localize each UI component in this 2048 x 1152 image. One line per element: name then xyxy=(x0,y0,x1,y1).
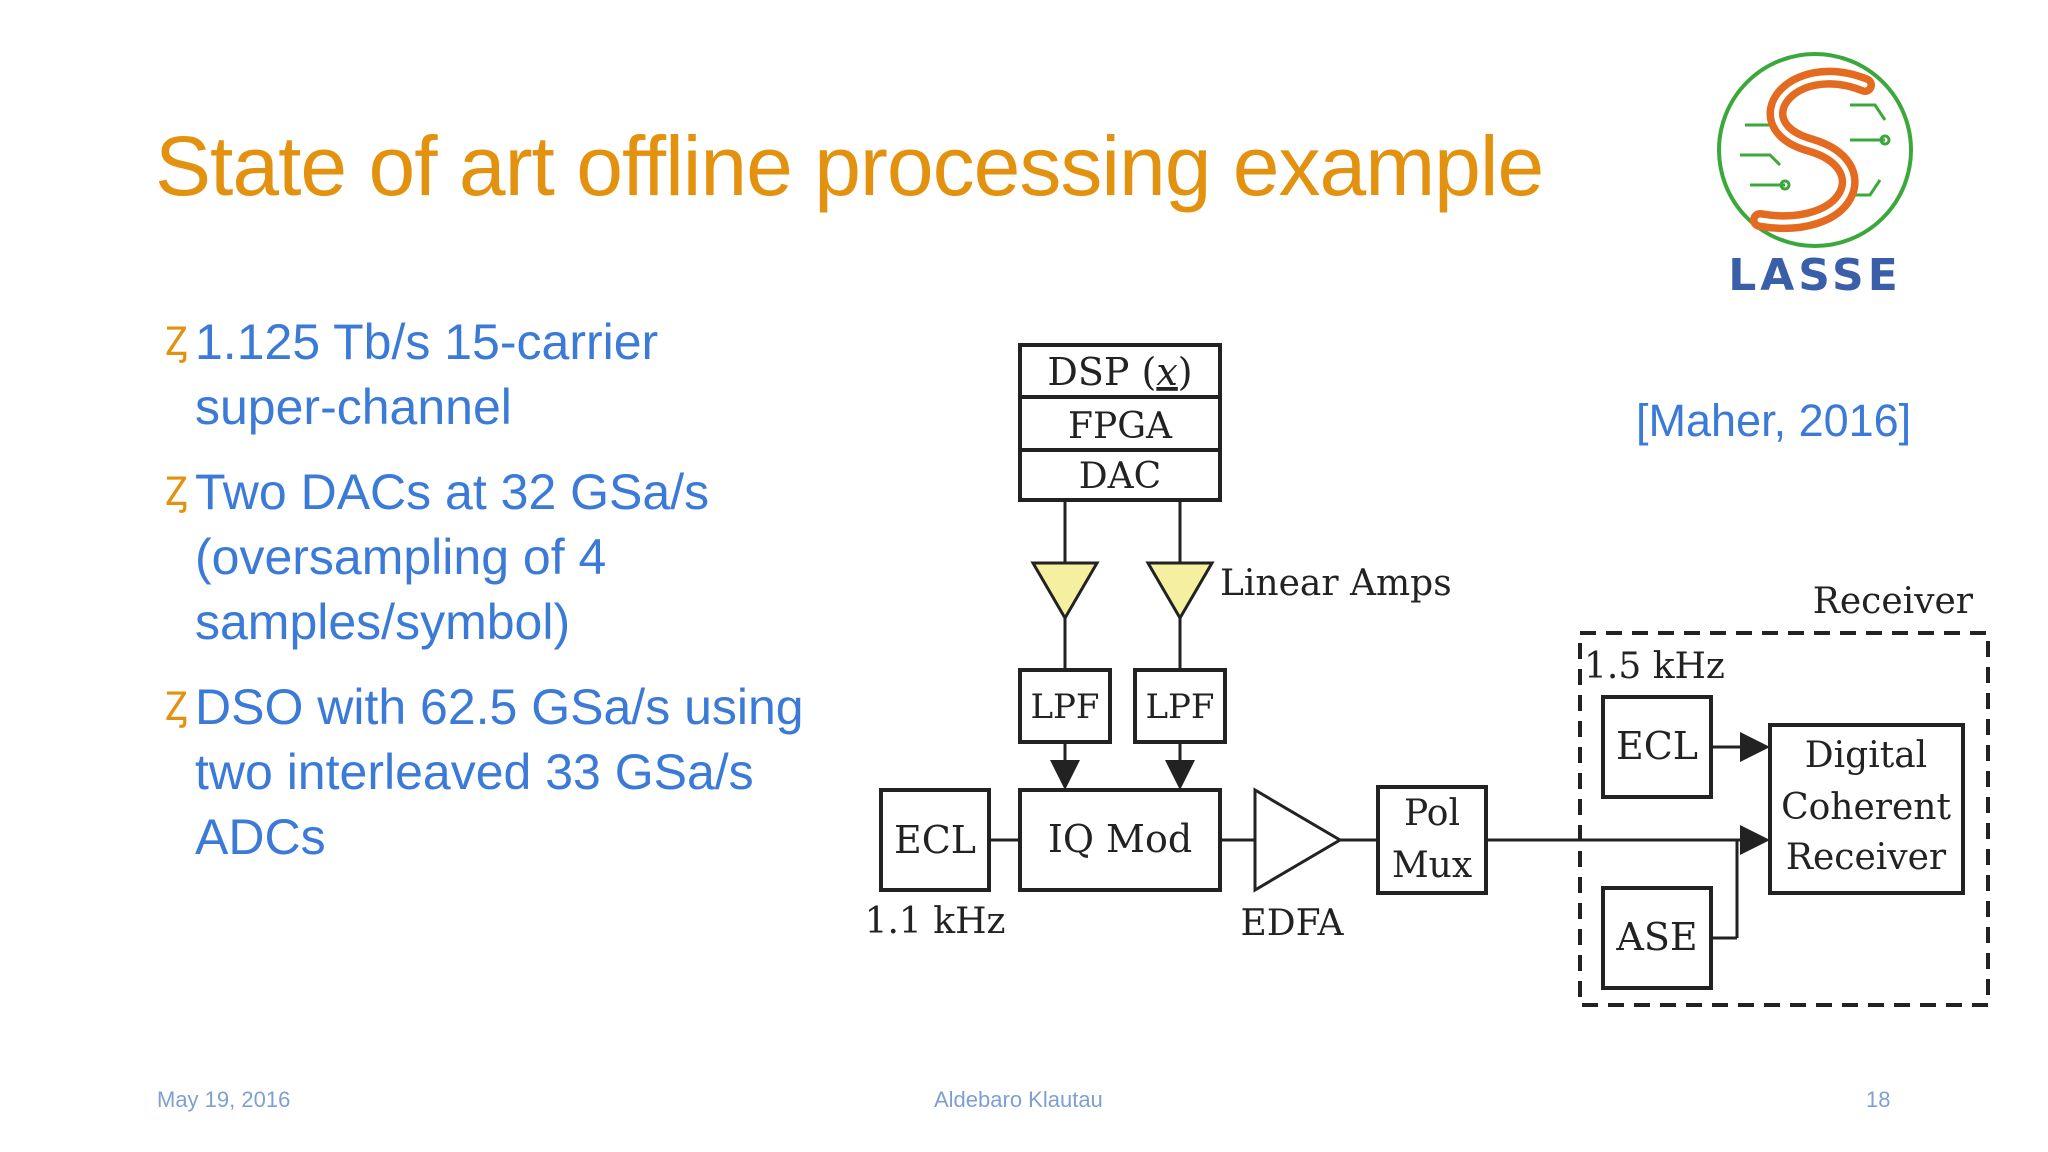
ecl-rx-label: ECL xyxy=(1616,724,1698,768)
bullet-item: Ᶎ 1.125 Tb/s 15-carrier super-channel xyxy=(165,310,805,440)
bullet-text: DSO with 62.5 GSa/s using two interleave… xyxy=(195,679,804,865)
ecl-tx-linewidth: 1.1 kHz xyxy=(865,901,1006,942)
footer-date: May 19, 2016 xyxy=(157,1087,291,1112)
dcr-label-3: Receiver xyxy=(1786,837,1947,878)
bullet-list: Ᶎ 1.125 Tb/s 15-carrier super-channel Ᶎ … xyxy=(165,310,805,890)
ecl-rx-linewidth: 1.5 kHz xyxy=(1584,646,1725,687)
dsp-stack: DSP (x) FPGA DAC xyxy=(1018,343,1222,502)
pol-mux-label-1: Pol xyxy=(1404,793,1460,834)
lasse-logo: LASSE xyxy=(1717,52,1913,301)
citation: [Maher, 2016] xyxy=(1636,395,1912,446)
edfa-amplifier xyxy=(1253,787,1343,893)
footer-author: Aldebaro Klautau xyxy=(934,1087,1103,1112)
dcr-label-1: Digital xyxy=(1805,735,1927,776)
lpf-2-label: LPF xyxy=(1145,687,1214,727)
bullet-text: Two DACs at 32 GSa/s (oversampling of 4 … xyxy=(195,464,710,650)
linear-amp-2 xyxy=(1145,561,1215,621)
bullet-text: 1.125 Tb/s 15-carrier super-channel xyxy=(195,314,659,435)
ase-label: ASE xyxy=(1615,915,1697,959)
iq-mod-label: IQ Mod xyxy=(1048,817,1192,861)
s-bullet-icon: Ᶎ xyxy=(165,470,188,514)
s-bullet-icon: Ᶎ xyxy=(165,320,188,364)
footer-page-number: 18 xyxy=(1866,1087,1891,1112)
ecl-rx xyxy=(1601,695,1713,799)
linear-amp-1 xyxy=(1030,561,1100,621)
system-diagram: DSP (x) FPGA DAC Linear Amps LPF LPF ECL… xyxy=(865,343,1990,1007)
logo-text: LASSE xyxy=(1728,250,1902,301)
lpf-1 xyxy=(1018,668,1112,744)
edfa-label: EDFA xyxy=(1241,903,1345,944)
dsp-label: DSP (x) xyxy=(1047,350,1192,394)
lpf-1-label: LPF xyxy=(1030,687,1099,727)
dcr-label-2: Coherent xyxy=(1781,787,1951,828)
fpga-label: FPGA xyxy=(1068,406,1173,447)
digital-coherent-receiver xyxy=(1768,723,1965,895)
ecl-tx-label: ECL xyxy=(894,818,976,862)
lpf-2 xyxy=(1133,668,1227,744)
pol-mux xyxy=(1376,785,1488,895)
bullet-item: Ᶎ Two DACs at 32 GSa/s (oversampling of … xyxy=(165,460,805,655)
pol-mux-label-2: Mux xyxy=(1392,845,1472,886)
receiver-label: Receiver xyxy=(1813,581,1974,622)
linear-amps-label: Linear Amps xyxy=(1220,563,1452,604)
ecl-tx xyxy=(879,788,991,892)
bullet-item: Ᶎ DSO with 62.5 GSa/s using two interlea… xyxy=(165,675,805,870)
dac-label: DAC xyxy=(1079,456,1161,497)
s-bullet-icon: Ᶎ xyxy=(165,685,188,729)
slide-title: State of art offline processing example xyxy=(155,119,1544,213)
